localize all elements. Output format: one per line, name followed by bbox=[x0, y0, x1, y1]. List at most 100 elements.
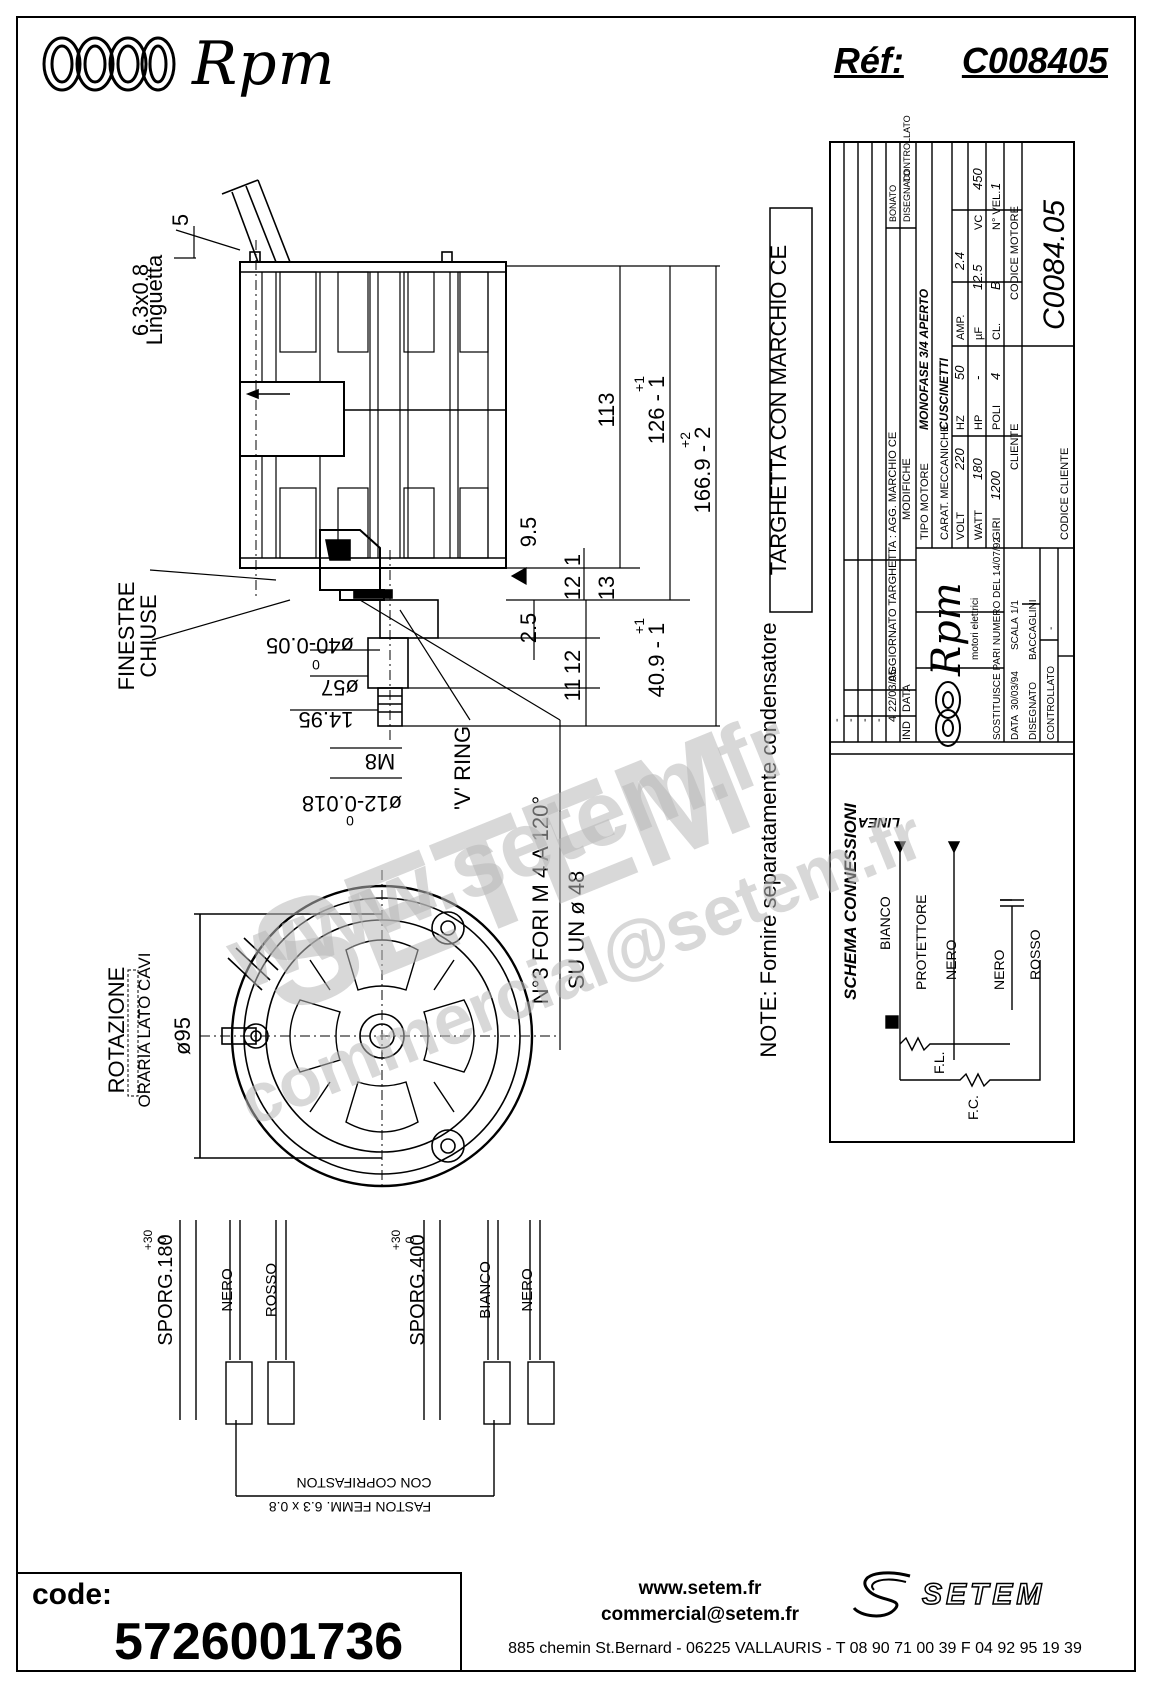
dim-shaft-40: ø40-0.05 bbox=[266, 633, 354, 658]
ref-label: Réf: bbox=[833, 40, 904, 81]
rev-cell: - bbox=[873, 718, 885, 722]
email-link[interactable]: commercial@setem.fr bbox=[600, 1604, 800, 1625]
modification-text: AGGIORNATO TARGHETTA : AGG. MARCHIO CE bbox=[887, 432, 899, 682]
scala-value: 1/1 bbox=[1010, 600, 1021, 614]
dimension-lines bbox=[149, 226, 720, 1050]
rev-cell: 4 bbox=[887, 716, 899, 722]
giri-label: GIRI bbox=[991, 517, 1003, 540]
schema-nero: NERO bbox=[943, 939, 959, 980]
end-view-texts: ø95 ROTAZIONE ORARIA LATO CAVI bbox=[104, 953, 195, 1108]
wire-rosso: ROSSO bbox=[263, 1263, 280, 1317]
dim-12: 12 bbox=[560, 576, 585, 600]
nvel-value: 1 bbox=[988, 183, 1003, 190]
v-ring-label: 'V' RING bbox=[450, 726, 475, 810]
motor-end-view bbox=[194, 870, 560, 1190]
disegnato-value: BACCAGLINI bbox=[1028, 599, 1039, 660]
dim-shaft-40-tol: 0 bbox=[312, 657, 320, 673]
scala-label: SCALA bbox=[1010, 617, 1021, 650]
rev-ind: IND bbox=[901, 721, 913, 740]
volt-value: 220 bbox=[952, 448, 967, 471]
note-label: NOTE: Fornire separatamente condensatore bbox=[756, 622, 781, 1057]
bonato: BONATO bbox=[888, 185, 898, 222]
watt-label: WATT bbox=[973, 510, 985, 540]
finestre-label-2: CHIUSE bbox=[136, 594, 161, 677]
controllato-value: - bbox=[1046, 627, 1057, 630]
codice-motore-label: CODICE MOTORE bbox=[1009, 206, 1021, 300]
amp-value: 2.4 bbox=[952, 252, 967, 271]
codice-cliente-label: CODICE CLIENTE bbox=[1059, 448, 1071, 540]
rev-cell: - bbox=[845, 718, 857, 722]
vc-label: VC bbox=[973, 215, 985, 230]
dim-12b: 12 bbox=[560, 650, 585, 674]
code-value: 5726001736 bbox=[114, 1613, 404, 1671]
dim-113: 113 bbox=[594, 392, 619, 427]
hp-value: - bbox=[970, 375, 985, 380]
title-block bbox=[829, 141, 1075, 1143]
schema-title: SCHEMA CONNESSIONI bbox=[841, 802, 860, 1000]
dim-40-9: 40.9 - 1 bbox=[644, 623, 669, 698]
uf-value: 12.5 bbox=[970, 264, 985, 290]
watermark: www.setem.fr SETEM commercial@setem.fr bbox=[213, 693, 934, 1141]
controllato-label: CONTROLLATO bbox=[1046, 666, 1057, 740]
reference: Réf: C008405 bbox=[834, 40, 1108, 82]
coil-logo-icon bbox=[42, 36, 176, 92]
dim-57: ø57 bbox=[321, 675, 359, 700]
disegnato-label: DISEGNATO bbox=[1028, 682, 1039, 740]
linguetta-label: Linguetta bbox=[142, 254, 167, 345]
rotation-label: ROTAZIONE bbox=[104, 967, 129, 1094]
disegnato-hdr: DISEGNATO bbox=[902, 170, 912, 222]
carat-value: CUSCINETTI bbox=[937, 357, 951, 430]
coprifaston-label: CON COPRIFASTON bbox=[296, 1475, 431, 1491]
dim-m8: M8 bbox=[365, 749, 396, 774]
brand-name: Rpm bbox=[192, 29, 336, 99]
dim-9-5: 9.5 bbox=[516, 517, 541, 548]
dim-12-shaft-tol: 0 bbox=[346, 813, 354, 829]
sporg-180-tol0: 0 bbox=[155, 1236, 169, 1243]
rev-date: 22/03/05 bbox=[887, 669, 899, 712]
schema-fc: F.C. bbox=[965, 1095, 981, 1120]
title-logo: Rpm bbox=[924, 582, 970, 677]
wire-nero-2: NERO bbox=[519, 1268, 536, 1311]
sporg-400-tol: +30 bbox=[389, 1229, 403, 1250]
dimension-texts: Linguetta 6.3x0.8 5 113 126 - 1 +1 166.9… bbox=[114, 214, 791, 1058]
dim-126-tol: +1 bbox=[631, 376, 647, 392]
rotation-arrow-icon bbox=[127, 969, 139, 1097]
cl-label: CL. bbox=[991, 323, 1003, 340]
fori-label: N°3 FORI M 4 A 120° bbox=[528, 796, 553, 1004]
dim-13: 13 bbox=[594, 576, 619, 600]
drawing-frame bbox=[16, 16, 1136, 1672]
modifiche-label: MODIFICHE bbox=[901, 458, 913, 520]
tipo-motore-value: MONOFASE 3/4 APERTO bbox=[917, 288, 931, 430]
schema-connessioni bbox=[885, 841, 1041, 1088]
watt-value: 180 bbox=[970, 458, 985, 480]
codice-motore-value: C0084.05 bbox=[1038, 200, 1071, 330]
dim-14-95: 14.95 bbox=[298, 707, 353, 732]
carat-label: CARAT. MECCANICHE bbox=[939, 425, 951, 540]
ref-value: C008405 bbox=[961, 40, 1108, 81]
controllato-hdr: CONTROLLATO bbox=[902, 115, 912, 182]
dim-12-shaft: ø12-0.018 bbox=[302, 791, 402, 816]
rev-cell: - bbox=[859, 718, 871, 722]
fori-label-2: SU UN ø 48 bbox=[564, 871, 589, 990]
nvel-label: N° VEL. bbox=[991, 191, 1003, 230]
rev-cell: - bbox=[831, 718, 843, 722]
dim-11: 11 bbox=[560, 679, 585, 702]
wire-texts: SPORG.180 +30 0 NERO ROSSO SPORG.400 +30… bbox=[141, 1229, 536, 1515]
tipo-motore-label: TIPO MOTORE bbox=[919, 463, 931, 540]
sporg-180-tol: +30 bbox=[141, 1229, 155, 1250]
hz-label: HZ bbox=[955, 415, 967, 430]
hp-label: HP bbox=[973, 415, 985, 430]
dim-phi-95: ø95 bbox=[170, 1017, 195, 1055]
volt-label: VOLT bbox=[955, 512, 967, 540]
dim-166-tol: +2 bbox=[677, 432, 693, 448]
faston-label: FASTON FEMM. 6.3 x 0.8 bbox=[269, 1499, 432, 1515]
amp-label: AMP. bbox=[955, 315, 967, 340]
vc-value: 450 bbox=[970, 168, 985, 190]
rpm-logo: Rpm bbox=[40, 28, 335, 100]
title-coil-icon bbox=[935, 681, 961, 747]
schema-protettore: PROTETTORE bbox=[913, 895, 929, 990]
linguetta-size: 6.3x0.8 bbox=[128, 264, 153, 336]
website-link[interactable]: www.setem.fr bbox=[638, 1578, 762, 1599]
setem-logo: SETEM bbox=[850, 1568, 1045, 1622]
data-label: DATA bbox=[1010, 714, 1021, 740]
